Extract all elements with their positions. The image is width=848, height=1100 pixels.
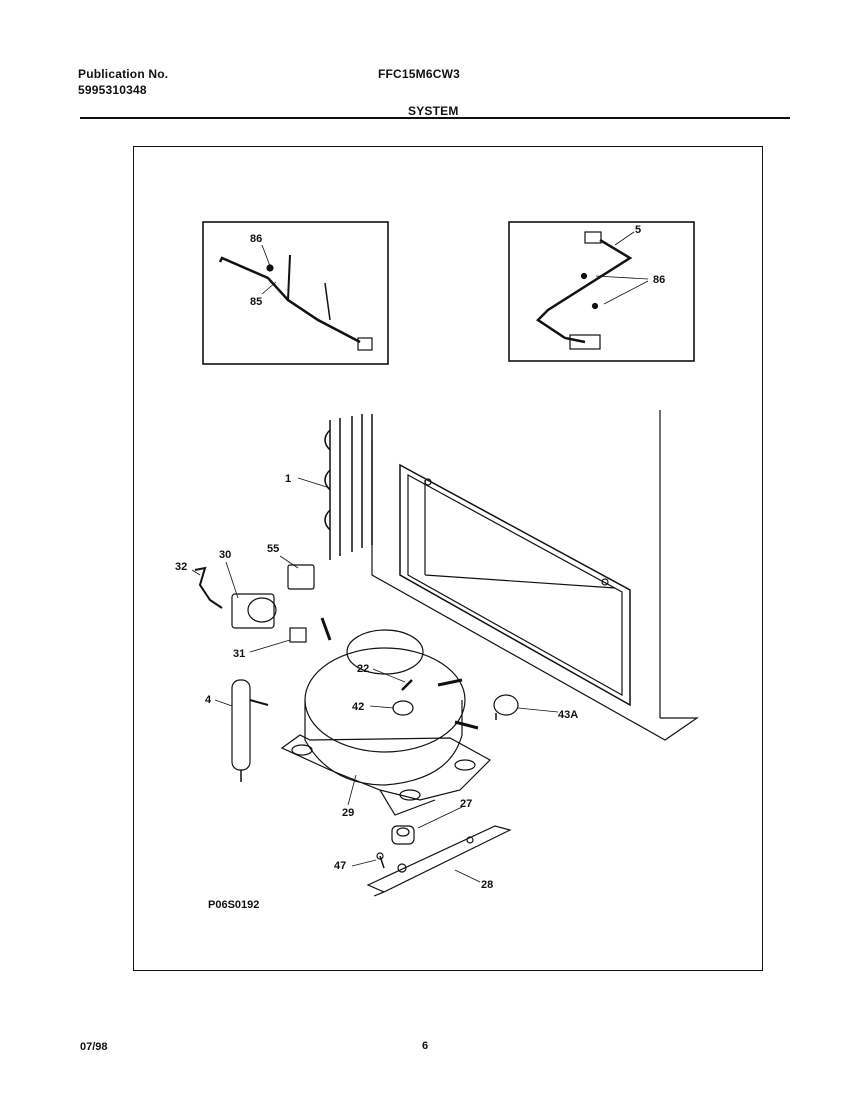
callout-22: 22	[357, 663, 369, 675]
wire-harness-right	[536, 231, 649, 350]
callout-31: 31	[233, 648, 245, 660]
callout-5: 5	[635, 224, 641, 236]
callout-27: 27	[460, 798, 472, 810]
callout-28: 28	[481, 879, 493, 891]
callout-86-left: 86	[250, 233, 262, 245]
compressor	[280, 617, 491, 816]
publication-number: 5995310348	[78, 83, 147, 97]
callout-32: 32	[175, 561, 187, 573]
callout-4: 4	[205, 694, 212, 706]
section-title: SYSTEM	[408, 104, 459, 118]
inset-left-box	[202, 221, 389, 365]
header-rule	[80, 117, 790, 119]
figure-code: P06S0192	[208, 899, 259, 911]
inset-right-box	[508, 221, 695, 362]
model-number: FFC15M6CW3	[378, 67, 461, 81]
wire-harness-left	[218, 244, 373, 351]
footer-page: 6	[422, 1040, 429, 1052]
condenser-coil	[297, 414, 373, 560]
tubing-clip	[493, 694, 559, 720]
filter-drier	[214, 679, 269, 782]
callout-47: 47	[334, 860, 346, 872]
callout-55: 55	[267, 543, 279, 555]
mounting-hardware	[351, 806, 512, 897]
cabinet-outline	[371, 410, 699, 741]
callout-29: 29	[342, 807, 354, 819]
callout-43a: 43A	[558, 709, 578, 721]
publication-label: Publication No.	[78, 67, 169, 81]
relay-assembly	[191, 555, 315, 653]
callout-1: 1	[285, 473, 291, 485]
callout-85: 85	[250, 296, 262, 308]
diagram-frame	[133, 146, 763, 971]
callout-86-right: 86	[653, 274, 665, 286]
callout-42: 42	[352, 701, 364, 713]
callout-30: 30	[219, 549, 231, 561]
footer-date: 07/98	[80, 1041, 108, 1053]
